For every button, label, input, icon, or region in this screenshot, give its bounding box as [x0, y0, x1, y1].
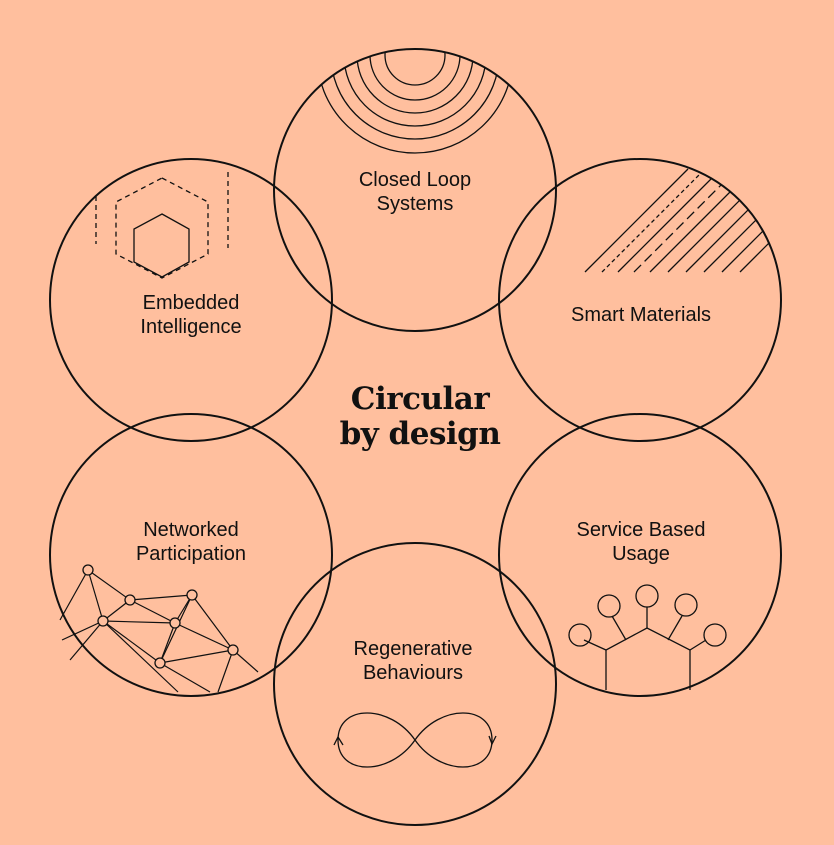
label-networked-line-1: Networked	[143, 519, 239, 541]
label-service-based-line-2: Usage	[612, 543, 670, 565]
diagonal-lines-icon	[584, 168, 781, 273]
label-smart-materials-line-1: Smart Materials	[570, 304, 712, 326]
title-line-2: by design	[339, 416, 501, 452]
label-networked: Networked Participation	[71, 518, 311, 566]
label-closed-loop-line-1: Closed Loop	[358, 169, 472, 191]
label-networked-line-2: Participation	[135, 543, 247, 565]
network-mesh-icon	[59, 564, 259, 693]
circle-embedded	[49, 158, 333, 442]
label-regenerative: Regenerative Behaviours	[293, 637, 533, 685]
circle-smart-materials	[498, 158, 782, 442]
circle-networked	[49, 413, 333, 697]
label-embedded: Embedded Intelligence	[71, 291, 311, 339]
label-regenerative-line-1: Regenerative	[353, 638, 473, 660]
label-service-based-line-1: Service Based	[576, 519, 706, 541]
label-closed-loop: Closed Loop Systems	[295, 168, 535, 216]
label-smart-materials: Smart Materials	[521, 303, 761, 327]
circle-regenerative	[273, 542, 557, 826]
circle-closed-loop	[273, 48, 557, 332]
concentric-arcs-icon	[316, 49, 514, 154]
label-embedded-line-2: Intelligence	[140, 316, 242, 338]
label-embedded-line-1: Embedded	[142, 292, 240, 314]
hexagon-nodes-icon	[568, 584, 727, 690]
title-line-1: Circular	[350, 381, 490, 417]
nested-hexagons-icon	[95, 172, 229, 279]
label-closed-loop-line-2: Systems	[376, 193, 454, 215]
infinity-icon	[333, 712, 497, 768]
circle-service-based	[498, 413, 782, 697]
diagram-title: Circular by design	[290, 382, 550, 452]
label-service-based: Service Based Usage	[521, 518, 761, 566]
label-regenerative-line-2: Behaviours	[362, 662, 464, 684]
